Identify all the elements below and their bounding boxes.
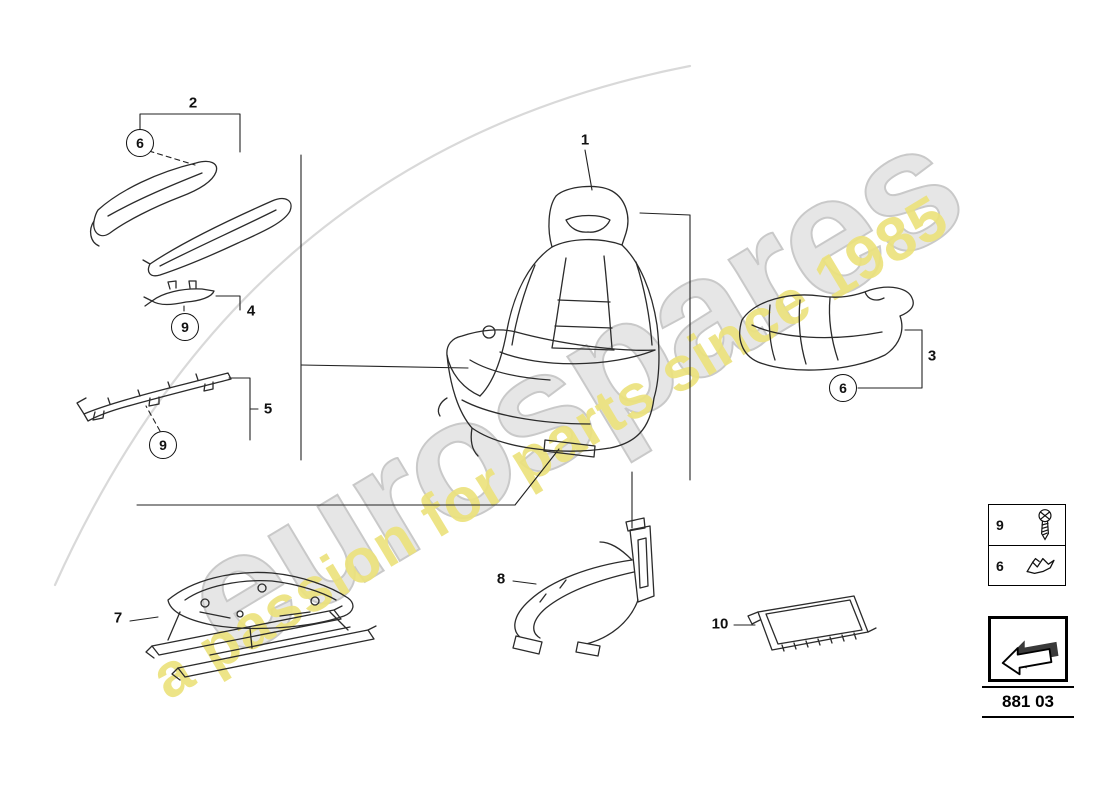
screw-icon [1038, 509, 1052, 541]
callout-badge-9-lower: 9 [149, 431, 177, 459]
part-code: 881 03 [982, 686, 1074, 718]
legend-row-screw: 9 [989, 505, 1065, 545]
watermark-swoosh-curve [53, 64, 692, 587]
callout-badge-9-upper: 9 [171, 313, 199, 341]
callout-2: 2 [188, 94, 198, 112]
callout-5: 5 [263, 400, 273, 418]
direction-arrow-icon [1001, 640, 1059, 676]
hardware-legend: 9 6 [988, 504, 1066, 586]
part-drawing-seat-rail [76, 372, 232, 422]
direction-arrow-box [988, 616, 1068, 682]
callout-badge-6-right: 6 [829, 374, 857, 402]
callout-lines [129, 113, 923, 626]
legend-row-clip: 6 [989, 545, 1065, 585]
callout-1: 1 [580, 131, 590, 149]
callout-8: 8 [496, 570, 506, 588]
legend-label-6: 6 [996, 557, 1004, 574]
clip-icon [1026, 557, 1055, 574]
callout-4: 4 [246, 302, 256, 320]
callout-7: 7 [113, 609, 123, 627]
part-drawing-trim-pieces [89, 160, 292, 277]
callout-10: 10 [711, 615, 729, 633]
legend-label-9: 9 [996, 517, 1004, 533]
callout-3: 3 [927, 347, 937, 365]
part-drawing-seat-assembly [437, 185, 660, 458]
part-drawing-control-module [747, 595, 877, 652]
part-drawing-seat-cushion [739, 286, 914, 371]
part-drawing-seat-frame [145, 571, 377, 681]
part-drawing-wiring-harness [512, 517, 655, 657]
callout-badge-6-top: 6 [126, 129, 154, 157]
part-drawing-small-bracket [143, 280, 215, 307]
